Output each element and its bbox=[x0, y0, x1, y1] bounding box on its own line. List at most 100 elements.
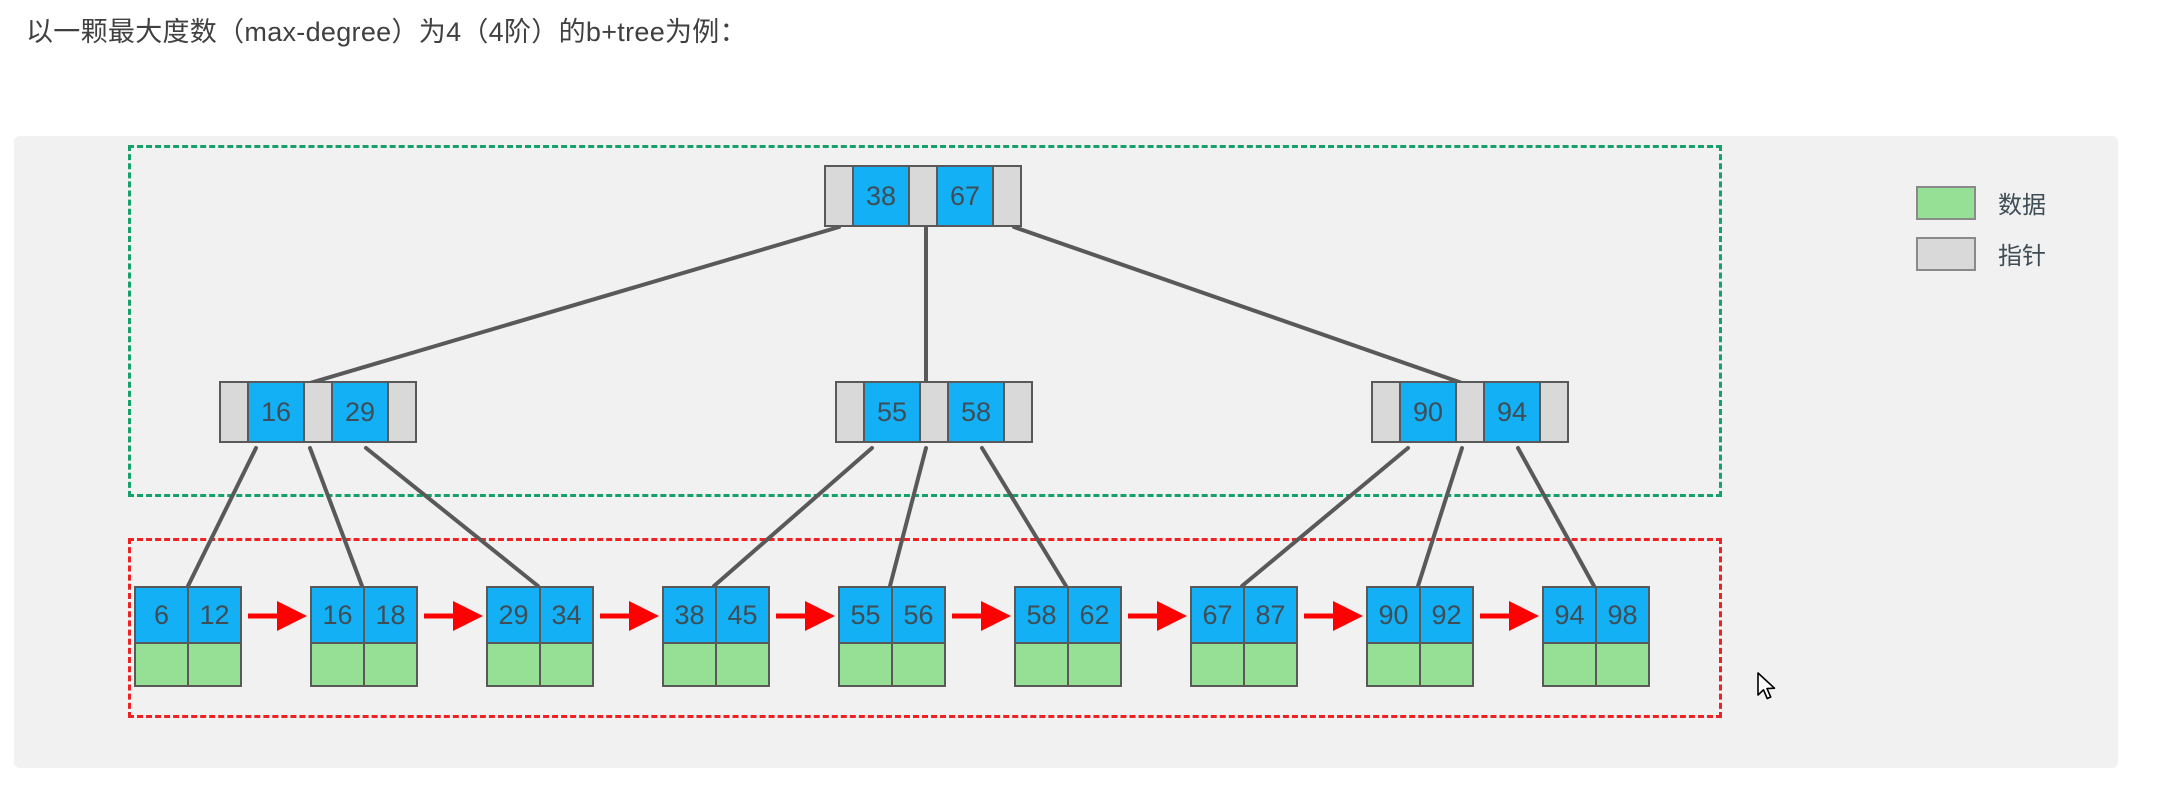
tree-node-internal-3[interactable]: 90 94 bbox=[1371, 381, 1569, 443]
leaf-8-data-1 bbox=[1419, 642, 1474, 687]
edge-internal-2-to-leaf-5 bbox=[888, 446, 928, 588]
internal-2-pointer-2 bbox=[1003, 381, 1033, 443]
leaf-5-key-0: 55 bbox=[838, 586, 893, 644]
root-pointer-0 bbox=[824, 165, 854, 227]
edge-root-to-internal-1 bbox=[308, 225, 841, 385]
leaf-1-col-0: 6 bbox=[134, 586, 189, 687]
internal-1-pointer-0 bbox=[219, 381, 249, 443]
edge-internal-2-to-leaf-6 bbox=[980, 446, 1068, 588]
leaf-6-data-0 bbox=[1014, 642, 1069, 687]
leaf-9-key-0: 94 bbox=[1542, 586, 1597, 644]
pointer-swatch bbox=[1916, 236, 1976, 271]
internal-3-key-0: 90 bbox=[1399, 381, 1457, 443]
leaf-4-data-0 bbox=[662, 642, 717, 687]
leaf-9-data-1 bbox=[1595, 642, 1650, 687]
tree-node-internal-1[interactable]: 16 29 bbox=[219, 381, 417, 443]
internal-1-pointer-1 bbox=[303, 381, 333, 443]
leaf-8-col-1: 92 bbox=[1419, 586, 1474, 687]
leaf-5-col-0: 55 bbox=[838, 586, 893, 687]
leaf-5-data-0 bbox=[838, 642, 893, 687]
mouse-pointer-icon bbox=[1757, 672, 1776, 700]
leaf-3-col-0: 29 bbox=[486, 586, 541, 687]
leaf-7-key-0: 67 bbox=[1190, 586, 1245, 644]
legend-label-pointer: 指针 bbox=[1998, 243, 2046, 270]
internal-1-key-0: 16 bbox=[247, 381, 305, 443]
leaf-8-key-1: 92 bbox=[1419, 586, 1474, 644]
leaf-1-col-1: 12 bbox=[187, 586, 242, 687]
tree-leaf-3[interactable]: 29 34 bbox=[486, 586, 594, 687]
leaf-5-data-1 bbox=[891, 642, 946, 687]
leaf-1-data-0 bbox=[134, 642, 189, 687]
leaf-4-key-1: 45 bbox=[715, 586, 770, 644]
leaf-1-data-1 bbox=[187, 642, 242, 687]
leaf-6-key-0: 58 bbox=[1014, 586, 1069, 644]
tree-leaf-4[interactable]: 38 45 bbox=[662, 586, 770, 687]
internal-1-key-1: 29 bbox=[331, 381, 389, 443]
leaf-6-col-1: 62 bbox=[1067, 586, 1122, 687]
edge-root-to-internal-3 bbox=[1012, 225, 1464, 385]
leaf-2-data-1 bbox=[363, 642, 418, 687]
leaf-6-col-0: 58 bbox=[1014, 586, 1069, 687]
legend-item-data: 数据 bbox=[1916, 185, 2046, 220]
leaf-8-col-0: 90 bbox=[1366, 586, 1421, 687]
edge-internal-3-to-leaf-8 bbox=[1416, 446, 1464, 588]
internal-1-pointer-2 bbox=[387, 381, 417, 443]
diagram-panel: 38 67 16 29 [data-name="tree-node-intern… bbox=[14, 136, 2118, 768]
tree-leaf-6[interactable]: 58 62 bbox=[1014, 586, 1122, 687]
tree-node-internal-2[interactable]: 55 58 bbox=[835, 381, 1033, 443]
leaf-7-col-1: 87 bbox=[1243, 586, 1298, 687]
leaf-9-col-0: 94 bbox=[1542, 586, 1597, 687]
internal-3-pointer-1 bbox=[1455, 381, 1485, 443]
leaf-9-col-1: 98 bbox=[1595, 586, 1650, 687]
tree-leaf-7[interactable]: 67 87 bbox=[1190, 586, 1298, 687]
leaf-2-key-0: 16 bbox=[310, 586, 365, 644]
tree-leaf-5[interactable]: 55 56 bbox=[838, 586, 946, 687]
leaf-5-key-1: 56 bbox=[891, 586, 946, 644]
leaf-3-key-0: 29 bbox=[486, 586, 541, 644]
leaf-2-data-0 bbox=[310, 642, 365, 687]
tree-leaf-8[interactable]: 90 92 bbox=[1366, 586, 1474, 687]
leaf-4-col-0: 38 bbox=[662, 586, 717, 687]
internal-2-key-1: 58 bbox=[947, 381, 1005, 443]
leaf-6-data-1 bbox=[1067, 642, 1122, 687]
internal-3-key-1: 94 bbox=[1483, 381, 1541, 443]
leaf-5-col-1: 56 bbox=[891, 586, 946, 687]
internal-2-pointer-0 bbox=[835, 381, 865, 443]
tree-node-root[interactable]: 38 67 bbox=[824, 165, 1022, 227]
legend-label-data: 数据 bbox=[1998, 192, 2046, 219]
leaf-7-col-0: 67 bbox=[1190, 586, 1245, 687]
root-key-0: 38 bbox=[852, 165, 910, 227]
data-swatch bbox=[1916, 185, 1976, 220]
root-key-1: 67 bbox=[936, 165, 994, 227]
root-pointer-1 bbox=[908, 165, 938, 227]
leaf-8-data-0 bbox=[1366, 642, 1421, 687]
legend: 数据 指针 bbox=[1916, 185, 2046, 271]
root-pointer-2 bbox=[992, 165, 1022, 227]
leaf-1-key-1: 12 bbox=[187, 586, 242, 644]
leaf-7-data-0 bbox=[1190, 642, 1245, 687]
leaf-7-data-1 bbox=[1243, 642, 1298, 687]
leaf-4-key-0: 38 bbox=[662, 586, 717, 644]
leaf-4-data-1 bbox=[715, 642, 770, 687]
edge-internal-2-to-leaf-4 bbox=[712, 446, 874, 588]
leaf-3-col-1: 34 bbox=[539, 586, 594, 687]
leaf-2-col-1: 18 bbox=[363, 586, 418, 687]
leaf-1-key-0: 6 bbox=[134, 586, 189, 644]
internal-3-pointer-2 bbox=[1539, 381, 1569, 443]
edge-internal-1-to-leaf-2 bbox=[308, 446, 364, 588]
internal-2-key-0: 55 bbox=[863, 381, 921, 443]
leaf-2-col-0: 16 bbox=[310, 586, 365, 687]
leaf-3-data-1 bbox=[539, 642, 594, 687]
edge-internal-1-to-leaf-3 bbox=[364, 446, 540, 588]
leaf-2-key-1: 18 bbox=[363, 586, 418, 644]
tree-leaf-2[interactable]: 16 18 bbox=[310, 586, 418, 687]
tree-leaf-9[interactable]: 94 98 bbox=[1542, 586, 1650, 687]
tree-leaf-1[interactable]: 6 12 bbox=[134, 586, 242, 687]
edge-internal-1-to-leaf-1 bbox=[186, 446, 258, 588]
leaf-3-key-1: 34 bbox=[539, 586, 594, 644]
legend-item-pointer: 指针 bbox=[1916, 236, 2046, 271]
leaf-6-key-1: 62 bbox=[1067, 586, 1122, 644]
leaf-9-data-0 bbox=[1542, 642, 1597, 687]
edge-internal-3-to-leaf-7 bbox=[1240, 446, 1410, 588]
page-title: 以一颗最大度数（max-degree）为4（4阶）的b+tree为例： bbox=[26, 17, 747, 47]
